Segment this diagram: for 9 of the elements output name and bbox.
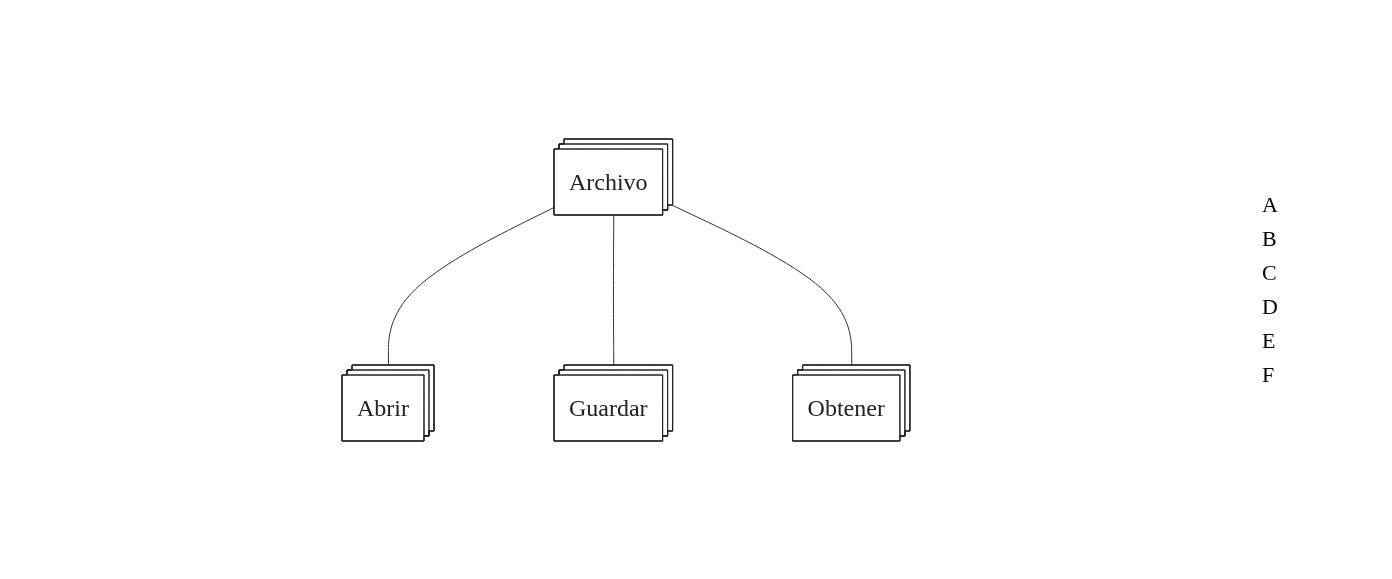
flow-label: B: [1262, 225, 1278, 252]
flow-label: F: [1262, 361, 1276, 388]
flow-label: D: [1262, 293, 1279, 320]
connector: [672, 204, 853, 366]
flow-label: A: [1262, 191, 1279, 218]
connector: [387, 206, 555, 366]
flow-label: E: [1262, 327, 1277, 354]
flow-label: C: [1262, 259, 1278, 286]
connector: [613, 214, 615, 366]
